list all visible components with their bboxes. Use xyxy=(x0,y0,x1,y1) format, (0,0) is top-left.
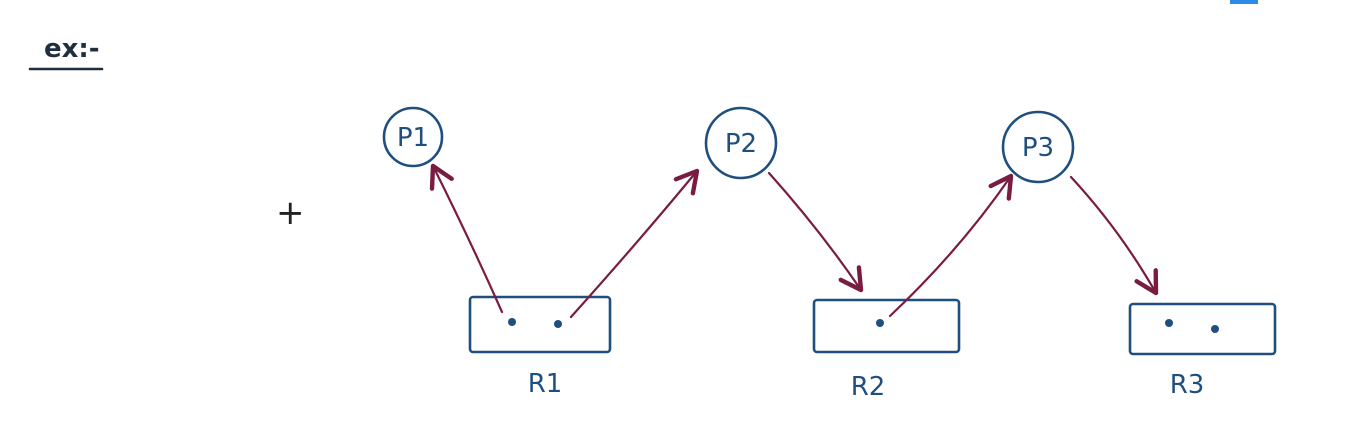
edge-p3-to-r3 xyxy=(1069,175,1159,296)
resource-node-r1: R1 xyxy=(468,295,612,399)
process-label-p1: P1 xyxy=(397,123,429,153)
resource-label-r3: R3 xyxy=(1170,370,1205,400)
process-label-p2: P2 xyxy=(725,129,757,159)
resource-label-r1: R1 xyxy=(528,369,563,399)
process-node-p3: P3 xyxy=(1001,110,1075,184)
edge-r1-to-p2 xyxy=(569,168,700,319)
resource-instance-dot xyxy=(554,320,562,328)
edge-r1-to-p1 xyxy=(429,163,504,314)
process-node-p1: P1 xyxy=(382,106,444,168)
edge-p2-to-r2 xyxy=(767,171,864,293)
process-label-p3: P3 xyxy=(1022,133,1054,163)
process-node-p2: P2 xyxy=(704,106,778,180)
resource-node-r3: R3 xyxy=(1128,302,1277,400)
resource-instance-dot xyxy=(1211,325,1219,333)
corner-highlight-mark xyxy=(1230,0,1258,4)
resource-node-r2: R2 xyxy=(812,298,961,402)
resource-label-r2: R2 xyxy=(851,372,886,402)
example-heading: ex:- xyxy=(44,34,100,64)
resource-instance-dot xyxy=(876,319,884,327)
edge-r2-to-p3 xyxy=(888,173,1014,318)
resource-instance-dot xyxy=(1165,319,1173,327)
resource-instance-dot xyxy=(508,318,516,326)
plus-sign: + xyxy=(276,193,305,233)
